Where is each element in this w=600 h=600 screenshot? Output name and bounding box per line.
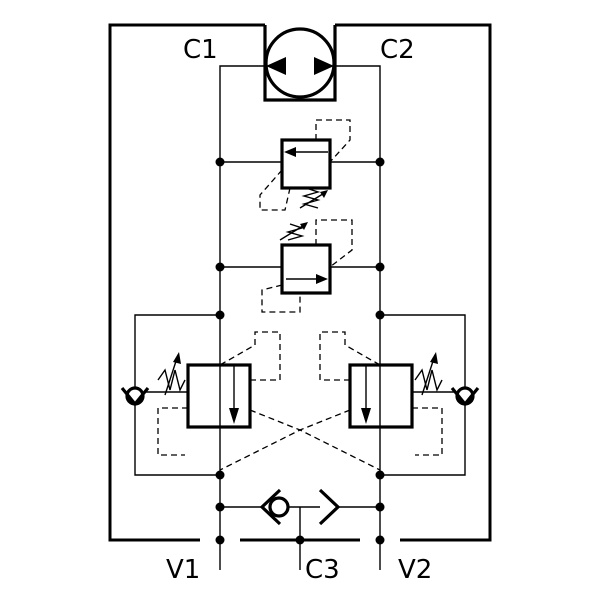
c1-line [219, 65, 266, 540]
check-valve-right [450, 386, 480, 407]
cross-relief-valve-upper [220, 119, 380, 211]
check-valve-left [120, 386, 150, 407]
crossing-pilot-lines [219, 409, 381, 471]
c2-line [334, 65, 381, 540]
counterbalance-valve-left [134, 314, 281, 476]
port-label-c1: C1 [183, 35, 218, 65]
port-label-c3: C3 [305, 555, 340, 585]
counterbalance-valve-right [319, 314, 466, 476]
port-label-v2: V2 [398, 555, 432, 585]
actuator-symbol [263, 25, 337, 102]
port-label-c2: C2 [380, 35, 415, 65]
shuttle-valve [220, 488, 380, 570]
enclosure-frame [108, 23, 492, 542]
junction-dots [215, 157, 385, 545]
cross-relief-valve-lower [220, 219, 380, 313]
port-label-v1: V1 [166, 555, 200, 585]
